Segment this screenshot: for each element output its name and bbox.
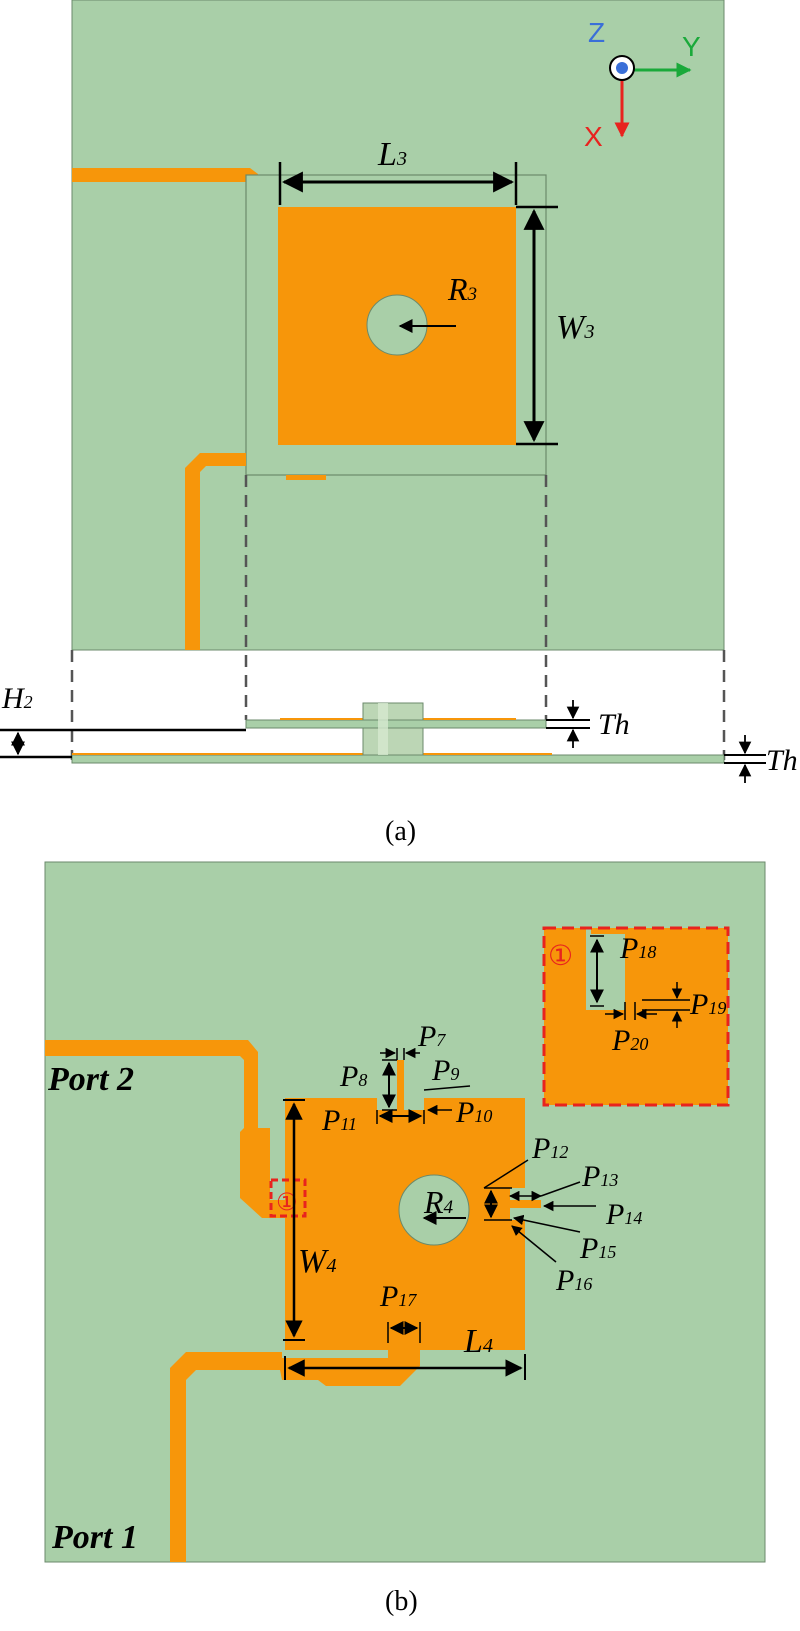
label-p9: P9: [431, 1054, 459, 1087]
figure-a: L3 W3 R3 Z Y X: [0, 0, 798, 847]
label-p13: P13: [581, 1160, 618, 1193]
port2-feed-line: [45, 1040, 285, 1218]
label-p12: P12: [531, 1132, 568, 1165]
upper-board-side: [245, 719, 547, 729]
patch-hole-b: [398, 1174, 470, 1246]
label-p16: P16: [555, 1264, 592, 1297]
label-port2: Port 2: [47, 1061, 134, 1098]
label-w4: W4: [298, 1243, 337, 1280]
lower-copper-side: [72, 753, 552, 755]
label-port1: Port 1: [51, 1519, 138, 1556]
figure-b: ① ① P18 P19 P20: [44, 861, 766, 1617]
label-h2: H2: [1, 682, 33, 715]
label-r3: R3: [447, 271, 477, 307]
post-lower: [362, 727, 424, 756]
label-l4: L4: [463, 1323, 493, 1360]
feed-line-top: [72, 168, 258, 182]
label-p18: P18: [619, 932, 656, 965]
axis-z-dot: [616, 62, 628, 74]
label-p11: P11: [321, 1104, 357, 1137]
feed-stub: [286, 475, 326, 480]
lower-board-side: [71, 754, 725, 764]
axis-y-label: Y: [682, 31, 701, 62]
label-p7: P7: [417, 1020, 446, 1053]
post-upper: [362, 702, 424, 721]
side-view: [71, 702, 725, 764]
caption-a: (a): [385, 816, 416, 847]
label-p17: P17: [379, 1280, 417, 1313]
label-p19: P19: [689, 988, 726, 1021]
inset-zoom: ① P18 P19 P20: [542, 926, 730, 1107]
axis-x-label: X: [584, 121, 603, 152]
marker-inset: ①: [548, 939, 573, 972]
inset-frame: [542, 926, 730, 1107]
label-p8: P8: [339, 1060, 367, 1093]
label-w3: W3: [556, 309, 595, 346]
projection-lines: [70, 475, 726, 760]
coordinate-axes: Z Y X: [584, 17, 701, 152]
axis-z-label: Z: [588, 17, 605, 48]
feed-line-left: [185, 453, 246, 650]
caption-b: (b): [385, 1586, 418, 1617]
label-th-lower: Th: [766, 744, 798, 777]
label-r4: R4: [423, 1184, 454, 1220]
label-p10: P10: [455, 1096, 492, 1129]
label-p20: P20: [611, 1024, 648, 1057]
label-p15: P15: [579, 1232, 616, 1265]
label-l3: L3: [377, 136, 407, 173]
label-p14: P14: [605, 1198, 642, 1231]
label-th-upper: Th: [598, 708, 630, 741]
